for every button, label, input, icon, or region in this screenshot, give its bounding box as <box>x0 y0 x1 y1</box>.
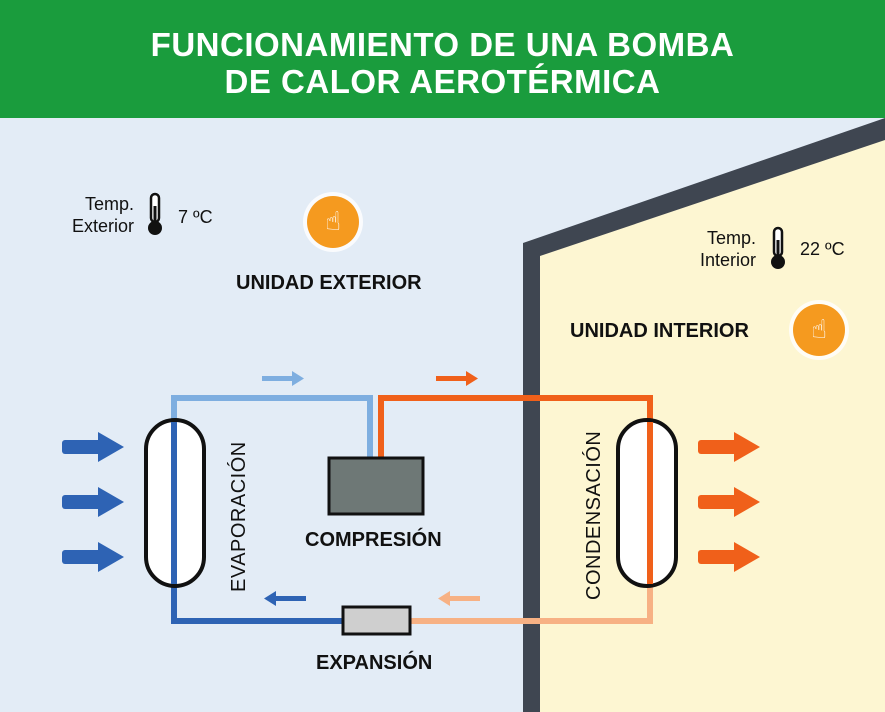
hand-pointer-icon: ☝ <box>325 207 341 237</box>
heat-arrow <box>698 487 760 517</box>
air-arrow <box>62 487 124 517</box>
indoor-temp-label-line1: Temp. <box>706 228 756 248</box>
cold-air-arrows <box>62 432 124 572</box>
indoor-unit-hotspot[interactable]: ☝ <box>793 304 845 356</box>
outdoor-temp-label-line2: Exterior <box>71 216 134 236</box>
flow-arrow-cool <box>262 371 304 386</box>
expansion-label: EXPANSIÓN <box>316 652 433 674</box>
evaporation-label: EVAPORACIÓN <box>228 441 250 592</box>
outdoor-temp-value: 7 ºC <box>178 207 213 227</box>
expansion-valve <box>341 605 412 636</box>
flow-arrow-warm <box>438 591 480 606</box>
outdoor-unit-label: UNIDAD EXTERIOR <box>236 272 422 294</box>
indoor-temp-value: 22 ºC <box>800 239 845 259</box>
compression-label: COMPRESIÓN <box>305 529 442 551</box>
outdoor-temp-label-line1: Temp. <box>84 194 134 214</box>
thermometer-icon <box>771 226 785 269</box>
heat-arrows <box>698 432 760 572</box>
indoor-temp-label-line2: Interior <box>699 250 756 270</box>
indoor-temp-label: Temp. Interior <box>672 227 756 271</box>
air-arrow <box>62 542 124 572</box>
heat-arrow <box>698 542 760 572</box>
title-banner: FUNCIONAMIENTO DE UNA BOMBA DE CALOR AER… <box>0 0 885 118</box>
condensation-label: CONDENSACIÓN <box>583 430 605 600</box>
title-line-1: FUNCIONAMIENTO DE UNA BOMBA <box>150 26 735 63</box>
title-line-2: DE CALOR AEROTÉRMICA <box>224 63 661 100</box>
air-arrow <box>62 432 124 462</box>
indoor-unit-label: UNIDAD INTERIOR <box>570 320 749 342</box>
hand-pointer-icon: ☝ <box>811 315 827 345</box>
thermometer-icon <box>148 192 162 235</box>
outdoor-unit-hotspot[interactable]: ☝ <box>307 196 359 248</box>
heat-arrow <box>698 432 760 462</box>
compressor-box <box>327 456 425 516</box>
flow-arrow-hot <box>436 371 478 386</box>
outdoor-temp-label: Temp. Exterior <box>52 193 134 237</box>
flow-arrow-cold <box>264 591 306 606</box>
